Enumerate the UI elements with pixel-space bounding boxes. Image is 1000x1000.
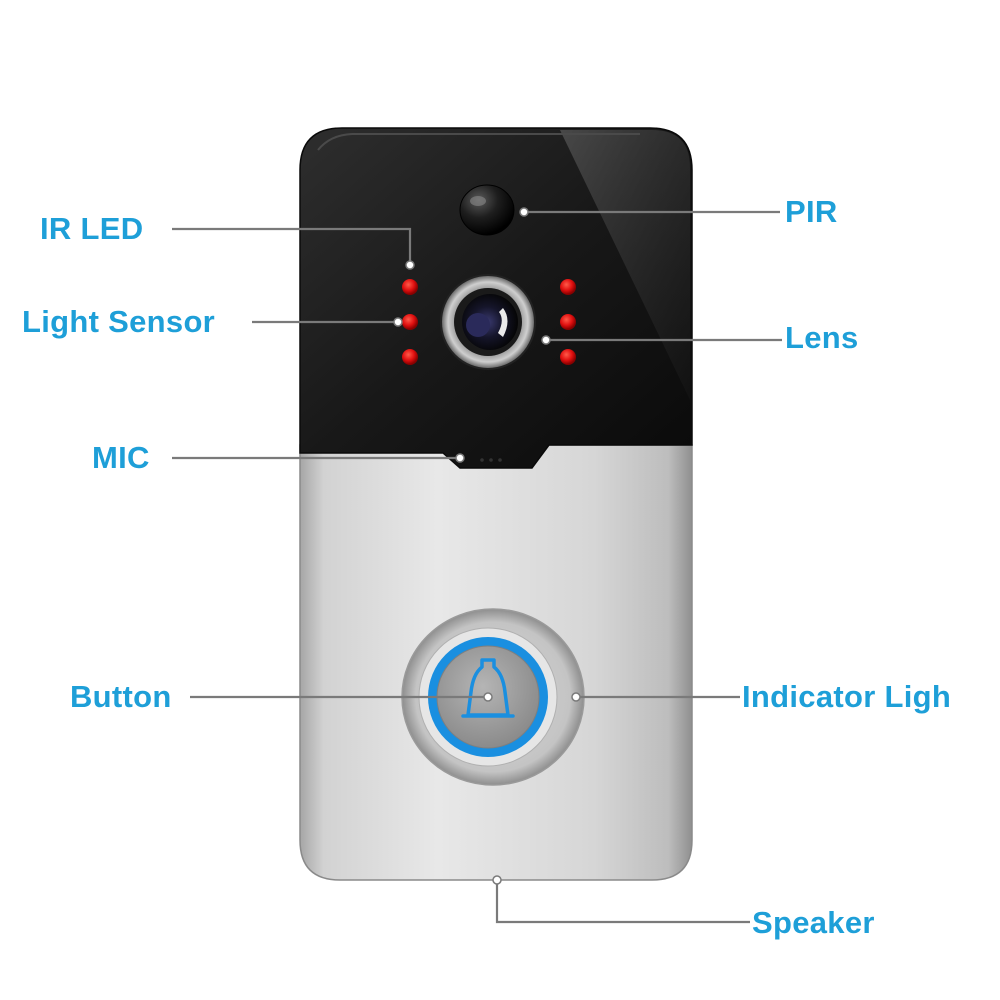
ir-led-right-3 xyxy=(560,349,576,365)
leader-speaker xyxy=(495,880,750,924)
leader-ir-led xyxy=(172,227,412,265)
label-speaker: Speaker xyxy=(752,905,875,940)
ir-led-right-2 xyxy=(560,314,576,330)
pir-sensor xyxy=(459,184,515,236)
label-light-sensor: Light Sensor xyxy=(22,304,216,339)
bell-icon xyxy=(461,658,515,718)
ir-led-left-1 xyxy=(402,279,418,295)
ir-led-left-2 xyxy=(402,314,418,330)
mic-holes xyxy=(480,458,502,462)
label-button: Button xyxy=(70,679,172,714)
leader-endpoints xyxy=(393,207,581,885)
label-ir-led: IR LED xyxy=(40,211,144,246)
label-lens: Lens xyxy=(785,320,859,355)
ir-led-left-3 xyxy=(402,349,418,365)
label-indicator-light: Indicator Ligh xyxy=(742,679,952,714)
top-edge-highlight xyxy=(317,133,640,151)
label-pir: PIR xyxy=(785,194,838,229)
ir-led-right-1 xyxy=(560,279,576,295)
label-mic: MIC xyxy=(92,440,150,475)
ir-led-array xyxy=(402,279,576,365)
camera-lens xyxy=(440,274,536,370)
leader-lines xyxy=(172,210,782,924)
top-reflection xyxy=(560,130,690,400)
